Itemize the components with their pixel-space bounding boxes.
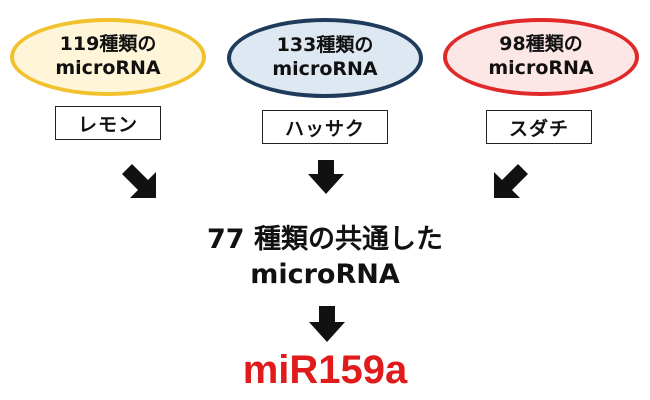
fruit-label-sudachi: スダチ: [486, 110, 592, 144]
fruit-label-hassaku: ハッサク: [262, 110, 388, 144]
fruit-label-lemon: レモン: [55, 106, 161, 140]
oval-hassaku-microrna: 133種類の microRNA: [227, 18, 423, 98]
arrow-down-result-icon: [309, 306, 345, 342]
arrow-down-icon: [308, 160, 344, 194]
oval-lemon-microrna: 119種類の microRNA: [10, 18, 206, 96]
common-microrna-text: 77 種類の共通した microRNA: [0, 222, 650, 292]
lemon-count-label: 119種類の: [59, 33, 157, 56]
hassaku-count-label: 133種類の: [276, 34, 374, 57]
common-line-1: 77 種類の共通した: [207, 224, 443, 255]
sudachi-count-label: 98種類の: [499, 33, 583, 56]
sudachi-type-label: microRNA: [488, 57, 594, 79]
arrow-down-left-icon: [494, 164, 528, 198]
arrow-down-right-icon: [122, 164, 156, 198]
lemon-type-label: microRNA: [55, 57, 161, 79]
hassaku-type-label: microRNA: [272, 58, 378, 80]
common-line-2: microRNA: [250, 259, 400, 291]
result-mirna: miR159a: [242, 348, 408, 392]
oval-sudachi-microrna: 98種類の microRNA: [443, 18, 639, 96]
